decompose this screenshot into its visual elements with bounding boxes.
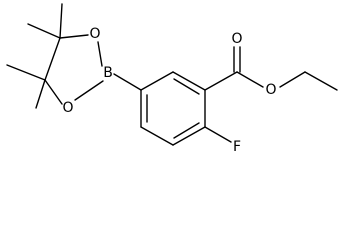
bond-boron-o-top	[97, 41, 103, 67]
bond-c-top-c-bottom	[44, 37, 61, 81]
atom-label-fluorine: F	[233, 139, 241, 155]
atom-labels: O O F B O O	[62, 26, 276, 155]
ring-double-bond-c1-c2	[173, 78, 200, 95]
bond-methyl-top-up	[59, 3, 63, 39]
atom-label-boron: B	[103, 65, 113, 81]
bond-methyl-bottom-left	[6, 64, 46, 81]
ring-bond-c1-c2	[172, 71, 206, 91]
ring-bond-c4-c5	[140, 126, 174, 146]
atom-label-ester-carbonyl-o: O	[231, 31, 242, 47]
bond-o-bottom-c-bottom	[44, 79, 63, 105]
bond-methyl-bottom-down	[35, 79, 46, 109]
bond-ether-o-ch2	[279, 71, 306, 88]
benzene-ring	[140, 71, 206, 146]
atom-label-dioxaborolane-o-bottom: O	[62, 100, 73, 116]
molecule-structure-diagram: O O F B O O	[6, 3, 338, 155]
bond-ring-boron	[113, 73, 142, 91]
atom-label-dioxaborolane-o-top: O	[89, 26, 100, 42]
ring-double-bond-c3-c4	[173, 122, 200, 139]
bond-carbonyl-ether-o	[236, 71, 264, 88]
ethyl-ester-group	[204, 46, 338, 91]
ring-bond-c6-c1	[140, 71, 174, 91]
atom-label-ester-ether-o: O	[265, 82, 276, 98]
bond-o-top-c-top	[59, 34, 89, 39]
ring-bond-c3-c4	[172, 126, 206, 146]
bond-ring-fluorine	[204, 126, 232, 143]
bond-boron-o-bottom	[74, 80, 104, 101]
pinacol-boronate-group	[6, 3, 142, 109]
bond-ring-carbonyl	[204, 71, 238, 91]
bond-ch2-ch3	[304, 71, 338, 91]
bond-methyl-top-left	[27, 23, 61, 39]
